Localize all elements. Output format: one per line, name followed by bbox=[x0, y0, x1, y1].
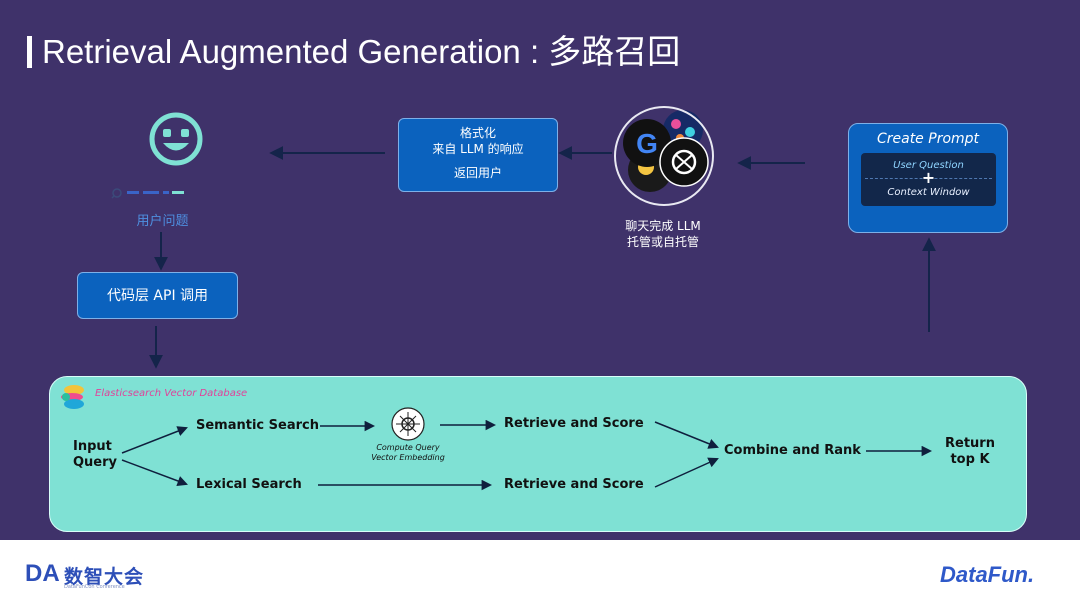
llm-circle bbox=[614, 106, 714, 206]
prompt-plus-sign: + bbox=[921, 168, 936, 187]
title-accent-bar bbox=[27, 36, 32, 68]
user-question-bar-icon bbox=[111, 188, 184, 199]
format-line-2: 来自 LLM 的响应 bbox=[432, 142, 524, 156]
da-logo: DA bbox=[25, 560, 60, 588]
conference-subtitle: DataFunCon Conference bbox=[64, 584, 125, 590]
datafun-logo: DataFun. bbox=[940, 562, 1035, 587]
llm-label: 聊天完成 LLM 托管或自托管 bbox=[598, 218, 728, 250]
prompt-context-window: Context Window bbox=[887, 187, 970, 198]
format-line-1: 格式化 bbox=[459, 126, 496, 140]
llm-label-line-2: 托管或自托管 bbox=[626, 235, 699, 249]
user-smiley-icon bbox=[149, 112, 203, 166]
input-query-label: Input Query bbox=[73, 439, 117, 471]
retrieve-score-top-label: Retrieve and Score bbox=[504, 416, 644, 431]
input-query-line-2: Query bbox=[73, 455, 118, 470]
format-response-box: 格式化 来自 LLM 的响应 返回用户 bbox=[398, 118, 558, 192]
create-prompt-title: Create Prompt bbox=[876, 131, 980, 147]
code-layer-api-box: 代码层 API 调用 bbox=[77, 272, 238, 319]
compute-line-1: Compute Query bbox=[376, 443, 440, 452]
compute-embedding-label: Compute Query Vector Embedding bbox=[363, 443, 453, 463]
llm-label-line-1: 聊天完成 LLM bbox=[625, 219, 701, 233]
return-topk-label: Return top K bbox=[940, 436, 1000, 468]
compute-line-2: Vector Embedding bbox=[371, 453, 445, 462]
prompt-user-question: User Question bbox=[893, 160, 964, 171]
create-prompt-box: Create Prompt User Question + Context Wi… bbox=[848, 123, 1008, 233]
elasticsearch-db-label: Elasticsearch Vector Database bbox=[95, 388, 248, 399]
combine-rank-label: Combine and Rank bbox=[724, 443, 861, 458]
prompt-divider bbox=[865, 178, 992, 179]
user-question-label: 用户问题 bbox=[136, 214, 189, 229]
prompt-content-panel: User Question + Context Window bbox=[861, 153, 996, 206]
return-line-2: top K bbox=[950, 452, 990, 467]
page-title: Retrieval Augmented Generation : 多路召回 bbox=[42, 33, 681, 70]
retrieve-score-bottom-label: Retrieve and Score bbox=[504, 477, 644, 492]
lexical-search-label: Lexical Search bbox=[196, 477, 302, 492]
semantic-search-label: Semantic Search bbox=[196, 418, 319, 433]
da-logo-mark: DA bbox=[25, 560, 60, 587]
return-line-1: Return bbox=[945, 436, 995, 451]
format-line-3: 返回用户 bbox=[453, 166, 502, 180]
conference-name: 数智大会 bbox=[64, 566, 145, 588]
input-query-line-1: Input bbox=[73, 439, 112, 454]
elasticsearch-vector-db-panel bbox=[49, 376, 1027, 532]
